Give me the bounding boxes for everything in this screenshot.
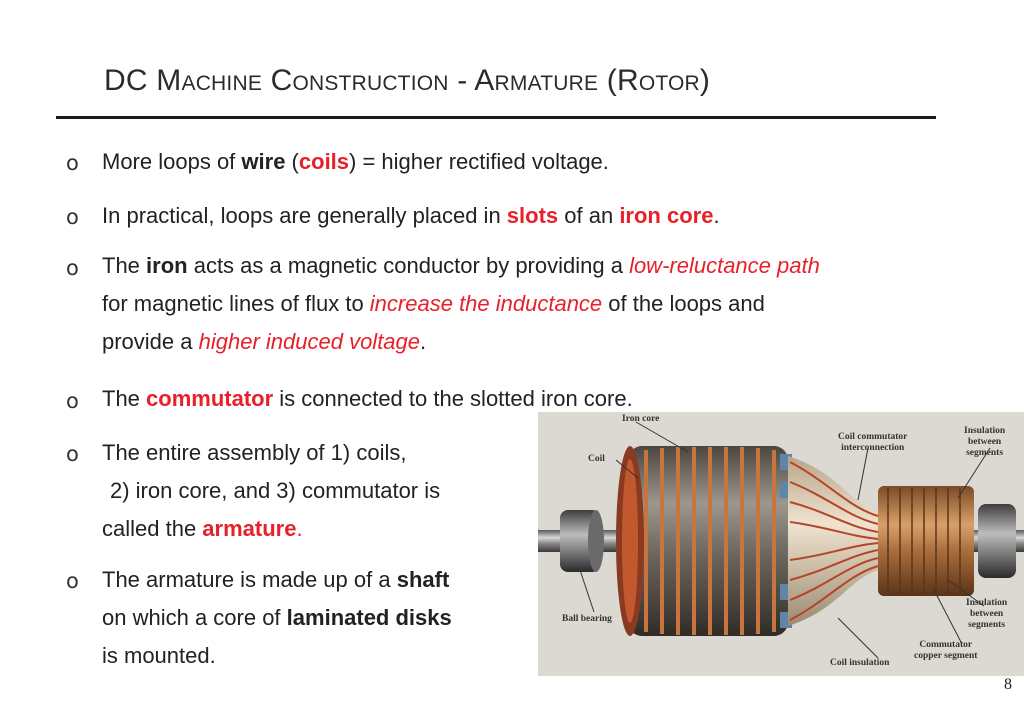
label-coil-insulation: Coil insulation [830, 658, 890, 668]
armature-illustration [538, 412, 1024, 676]
title-underline [56, 116, 936, 119]
bullet-3-line-3: provide a higher induced voltage. [102, 329, 427, 354]
bullet-marker: o [66, 256, 79, 280]
bullet-marker: o [66, 151, 79, 175]
bullet-marker: o [66, 205, 79, 229]
bullet-3-line-1: The iron acts as a magnetic conductor by… [102, 253, 820, 278]
bullet-5-line-3: called the armature. [102, 516, 303, 541]
bullet-3-line-2: for magnetic lines of flux to increase t… [102, 291, 765, 316]
bullet-1-text: More loops of wire (coils) = higher rect… [102, 149, 609, 174]
bullet-5-line-1: The entire assembly of 1) coils, [102, 440, 407, 465]
label-coil: Coil [588, 454, 605, 464]
bullet-marker: o [66, 442, 79, 466]
label-iron-core: Iron core [622, 414, 660, 424]
bullet-6-line-1: The armature is made up of a shaft [102, 567, 450, 592]
bullet-5-line-2: 2) iron core, and 3) commutator is [110, 478, 441, 503]
bullet-marker: o [66, 569, 79, 593]
bullet-6-line-2: on which a core of laminated disks [102, 605, 452, 630]
bullet-marker: o [66, 389, 79, 413]
label-ball-bearing: Ball bearing [562, 614, 612, 624]
page-number: 8 [1004, 676, 1012, 693]
interconnection-wires [789, 461, 879, 621]
bullet-2-text: In practical, loops are generally placed… [102, 203, 720, 228]
bullet-4-text: The commutator is connected to the slott… [102, 386, 633, 411]
slide-title: DC MACHINE CONSTRUCTION - ARMATURE (ROTO… [104, 64, 711, 97]
winding-stripes [644, 447, 776, 635]
bullet-6-line-3: is mounted. [102, 643, 216, 668]
